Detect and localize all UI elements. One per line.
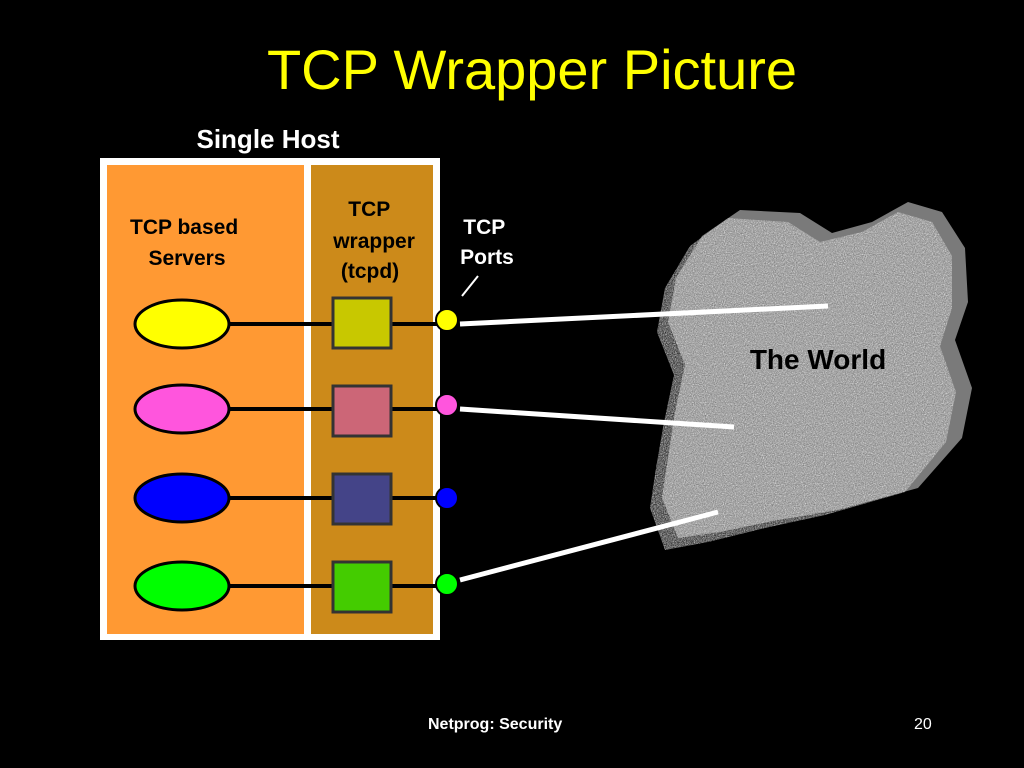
port-green — [435, 572, 459, 596]
port-yellow — [435, 308, 459, 332]
server-pink — [133, 383, 231, 435]
wrapper-label-line: (tcpd) — [341, 260, 399, 283]
slide-title: TCP Wrapper Picture — [266, 38, 798, 101]
world-link-line — [459, 303, 829, 327]
ports-label-line: Ports — [460, 246, 514, 269]
single-host-label: Single Host — [196, 124, 339, 154]
servers-label: TCP based Servers — [130, 216, 244, 270]
wrapper-box-navy — [331, 472, 393, 526]
wrapper-box-rose — [331, 384, 393, 438]
port-blue — [435, 486, 459, 510]
servers-label-line: Servers — [148, 247, 225, 270]
footer-text: Netprog: Security — [428, 716, 563, 733]
server-green — [133, 560, 231, 612]
servers-label-line: TCP based — [130, 216, 238, 239]
world-link-line — [459, 509, 719, 583]
port-pink — [435, 393, 459, 417]
wrapper-label: TCP wrapper (tcpd) — [332, 198, 421, 283]
world-cloud — [650, 212, 956, 550]
wrapper-box-olive — [331, 296, 393, 350]
wrapper-label-line: TCP — [348, 198, 390, 221]
wrapper-label-line: wrapper — [332, 230, 415, 253]
ports-label: TCP Ports — [460, 216, 514, 269]
world-label: The World — [750, 344, 886, 375]
wrapper-box-green — [331, 560, 393, 614]
ports-label-line: TCP — [463, 216, 505, 239]
server-yellow — [133, 298, 231, 350]
server-blue — [133, 472, 231, 524]
world-link-line — [459, 406, 735, 430]
page-number: 20 — [914, 716, 932, 733]
ports-pointer — [461, 275, 479, 297]
